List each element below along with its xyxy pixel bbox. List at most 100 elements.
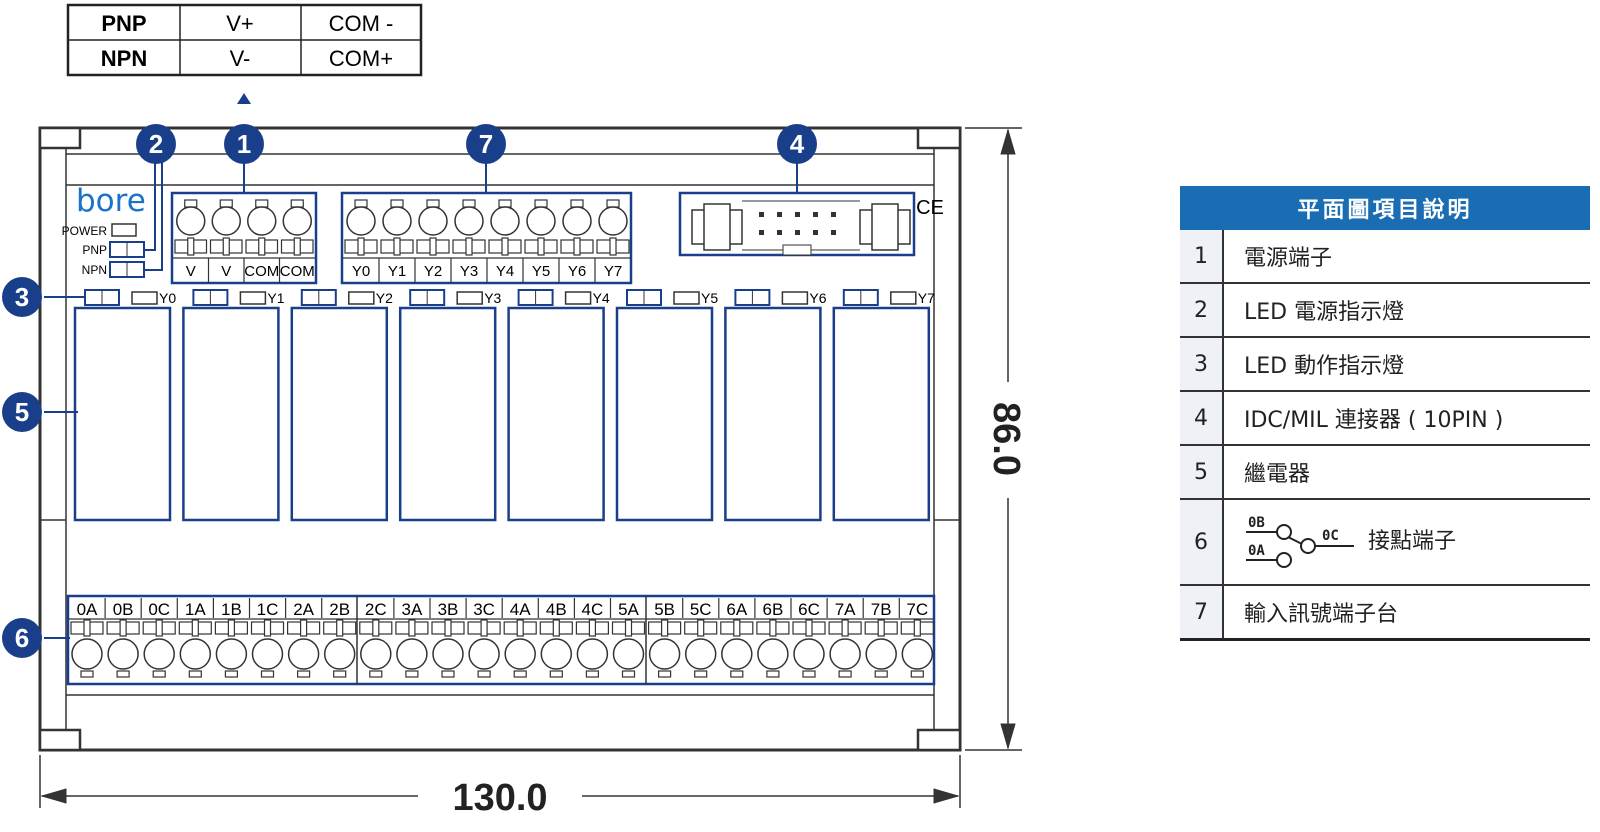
relay-row <box>73 306 931 522</box>
output-terminal-label: 4A <box>510 600 531 619</box>
led-label: Y6 <box>809 290 826 306</box>
callout-circle <box>2 277 42 317</box>
relay <box>73 306 172 522</box>
power-terminal-label: COM <box>244 263 279 280</box>
output-terminal-label: 5A <box>618 600 639 619</box>
relay <box>182 306 280 522</box>
legend-text: LED 動作指示燈 <box>1223 337 1590 392</box>
callout-number: 3 <box>15 282 29 312</box>
led-label: Y2 <box>376 290 393 306</box>
brand-logo: bore <box>76 183 146 219</box>
input-terminal-label: Y5 <box>532 263 550 280</box>
callout-number: 2 <box>149 129 163 159</box>
legend-row: 4 IDC/MIL 連接器 ( 10PIN ) <box>1180 391 1590 446</box>
output-terminal-label: 1B <box>221 600 242 619</box>
legend-number: 2 <box>1180 283 1224 338</box>
mode-pnp-com: COM - <box>329 11 394 36</box>
contact-nc-label: 0B <box>1248 515 1265 531</box>
output-terminal-label: 0A <box>77 600 98 619</box>
idc-pin <box>777 230 782 235</box>
pointer-triangle-icon <box>237 93 251 104</box>
power-terminal-label: COM <box>280 263 315 280</box>
legend-table: 平面圖項目說明 1 電源端子 2 LED 電源指示燈 3 LED 動作指示燈 4… <box>1180 186 1590 641</box>
legend-number: 6 <box>1180 499 1224 586</box>
idc-pin <box>831 230 836 235</box>
output-terminal-label: 2C <box>365 600 387 619</box>
output-terminal-label: 6B <box>763 600 784 619</box>
output-terminal-label: 0B <box>113 600 134 619</box>
npn-led-label: NPN <box>82 263 107 277</box>
legend-number: 3 <box>1180 337 1224 392</box>
height-value: 86.0 <box>985 402 1027 476</box>
led-label: Y5 <box>701 290 718 306</box>
relay <box>832 306 931 522</box>
legend-row: 3 LED 動作指示燈 <box>1180 337 1590 392</box>
width-value: 130.0 <box>452 777 547 819</box>
legend-title: 平面圖項目說明 <box>1180 186 1590 230</box>
idc-pin <box>831 212 836 217</box>
idc-pin <box>795 212 800 217</box>
pnp-led-label: PNP <box>82 243 107 257</box>
input-terminal-label: Y0 <box>352 263 370 280</box>
legend-row: 2 LED 電源指示燈 <box>1180 283 1590 338</box>
idc-pin <box>759 212 764 217</box>
legend-text: 輸入訊號端子台 <box>1223 585 1590 641</box>
output-terminal-label: 3A <box>402 600 423 619</box>
relay <box>507 306 605 522</box>
idc-pin <box>813 212 818 217</box>
output-terminal-label: 1A <box>185 600 206 619</box>
output-terminal-label: 0C <box>148 600 170 619</box>
legend-text: IDC/MIL 連接器 ( 10PIN ) <box>1223 391 1590 446</box>
legend-text: LED 電源指示燈 <box>1223 283 1590 338</box>
legend-row: 7 輸入訊號端子台 <box>1180 585 1590 641</box>
legend-number: 7 <box>1180 585 1224 641</box>
output-terminal-label: 1C <box>257 600 279 619</box>
legend-contact-cell: 0B 0A 0C 接點端子 <box>1223 499 1590 586</box>
mode-table: PNP V+ COM - NPN V- COM+ <box>66 3 423 104</box>
callout-circle <box>224 124 264 164</box>
callout-circle <box>136 124 176 164</box>
callout-number: 7 <box>479 129 493 159</box>
callout-circle <box>777 124 817 164</box>
output-terminal-label: 4C <box>582 600 604 619</box>
output-terminal-label: 5B <box>654 600 675 619</box>
mode-npn-v: V- <box>230 46 251 71</box>
input-terminal-label: Y3 <box>460 263 478 280</box>
legend-text: 接點端子 <box>1368 529 1457 554</box>
contact-no-label: 0A <box>1248 543 1265 559</box>
legend-number: 4 <box>1180 391 1224 446</box>
relay <box>615 306 714 522</box>
legend-row: 5 繼電器 <box>1180 445 1590 500</box>
callout-number: 6 <box>15 623 29 653</box>
input-terminal-label: Y1 <box>388 263 406 280</box>
legend-row: 1 電源端子 <box>1180 230 1590 284</box>
output-terminal-label: 3C <box>473 600 495 619</box>
mode-pnp-v: V+ <box>226 11 254 36</box>
output-terminal-label: 6C <box>798 600 820 619</box>
idc-pin <box>759 230 764 235</box>
power-led <box>111 223 137 237</box>
power-terminal-label: V <box>186 263 196 280</box>
output-terminal-label: 4B <box>546 600 567 619</box>
mode-pnp-label: PNP <box>101 11 146 36</box>
relay <box>724 306 822 522</box>
input-terminal-label: Y2 <box>424 263 442 280</box>
output-terminal-label: 7B <box>871 600 892 619</box>
callout-number: 5 <box>15 397 29 427</box>
output-terminal-label: 2A <box>293 600 314 619</box>
relay <box>398 306 497 522</box>
ce-mark: CE <box>916 197 944 219</box>
height-dimension: 86.0 <box>965 127 1027 751</box>
output-terminal-label: 2B <box>329 600 350 619</box>
input-terminal-label: Y4 <box>496 263 514 280</box>
mode-npn-com: COM+ <box>329 46 393 71</box>
legend-number: 5 <box>1180 445 1224 500</box>
legend-text: 繼電器 <box>1223 445 1590 500</box>
output-terminal-label: 3B <box>438 600 459 619</box>
contact-com-label: 0C <box>1322 528 1339 544</box>
